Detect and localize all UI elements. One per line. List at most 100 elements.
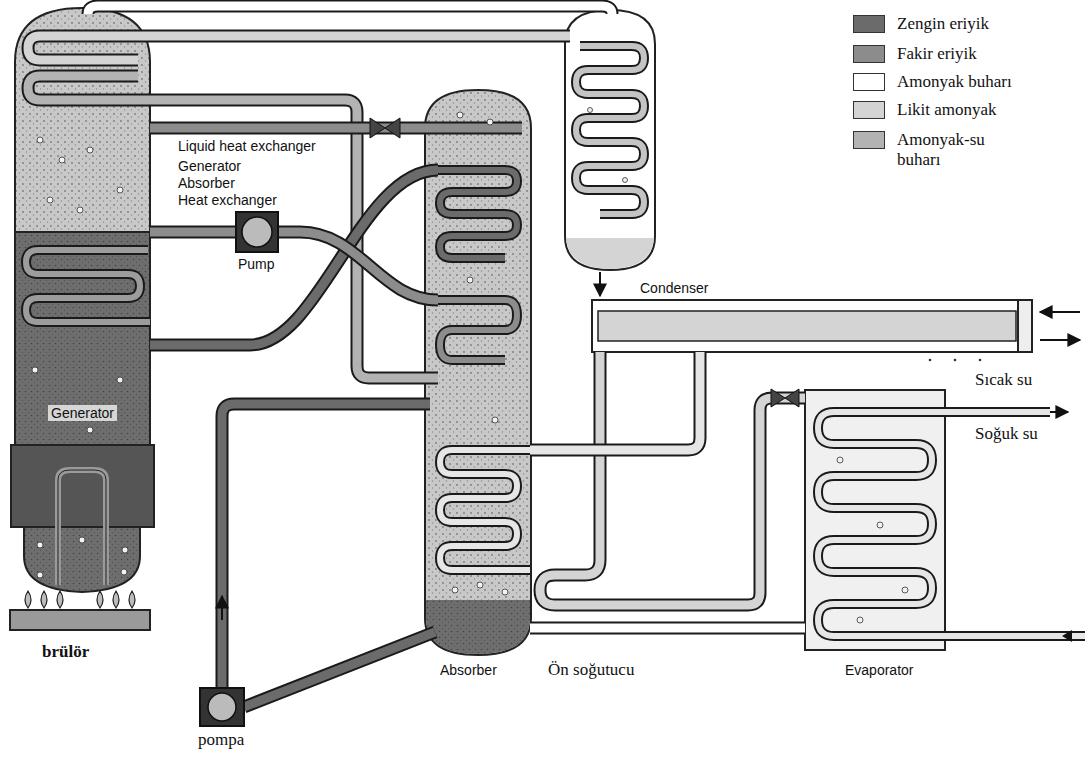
legend-row: Amonyak buharı <box>853 72 1022 92</box>
generator-vessel <box>58 470 106 585</box>
bubble <box>487 119 493 125</box>
label-text: Pump <box>238 256 275 272</box>
heat-exchanger-coil <box>438 170 517 258</box>
legend-swatch <box>853 15 885 33</box>
pump-symbol <box>236 212 278 252</box>
label-text: Generator <box>48 405 117 421</box>
pipe <box>244 632 435 707</box>
pipe <box>278 232 438 300</box>
absorber-vessel <box>426 600 530 654</box>
pump-symbol <box>221 596 223 620</box>
component-label: Generator <box>178 158 241 175</box>
component-label: Absorber <box>440 662 497 679</box>
label-text: Soğuk su <box>975 424 1038 443</box>
bubble <box>857 617 863 623</box>
pump-label: pompa <box>198 730 244 750</box>
pipe <box>530 352 700 450</box>
legend-row: Likit amonyak <box>853 100 1022 120</box>
generator-vessel <box>58 470 106 585</box>
pipe <box>150 170 438 345</box>
component-label: Absorber <box>178 175 235 192</box>
pipe <box>28 36 570 60</box>
bubble <box>902 587 908 593</box>
component-label: Liquid heat exchanger <box>178 138 316 155</box>
heat-exchanger-coil <box>1062 630 1072 642</box>
bubble <box>492 417 498 423</box>
bubble <box>588 108 593 113</box>
heat-exchanger-coil <box>26 250 150 322</box>
heat-exchanger-coil <box>26 46 1085 642</box>
condenser-tube <box>598 311 1016 341</box>
pipe <box>28 6 805 707</box>
label-text: Evaporator <box>845 662 913 678</box>
heat-exchanger-coil <box>438 170 517 258</box>
heat-exchanger-coil <box>818 412 1085 636</box>
legend-text: Amonyak buharı <box>897 72 1022 92</box>
bubble <box>837 457 843 463</box>
expansion-valve <box>370 118 799 407</box>
bubble <box>452 587 458 593</box>
legend-row: Amonyak-su buharı <box>853 130 1022 170</box>
condenser-tube <box>954 359 957 362</box>
absorber-vessel <box>425 90 531 655</box>
bubble <box>37 137 43 143</box>
bubble <box>457 112 463 118</box>
bubble <box>59 157 65 163</box>
bubble <box>87 147 93 153</box>
component-label: Generator <box>48 405 117 422</box>
pipe <box>28 36 570 60</box>
pipe <box>540 352 805 605</box>
water-label: Soğuk su <box>975 424 1038 444</box>
condenser-column <box>599 272 601 296</box>
component-label: Evaporator <box>845 662 913 679</box>
expansion-valve <box>771 389 799 407</box>
pipe <box>150 124 522 133</box>
legend-text: Likit amonyak <box>897 100 1022 120</box>
condenser-column <box>565 10 655 296</box>
bubble <box>32 367 38 373</box>
pipe <box>540 352 805 605</box>
label-text: brülör <box>42 642 89 661</box>
pump-symbol <box>242 217 272 247</box>
heat-exchanger-coil <box>440 450 530 570</box>
bubble <box>117 187 123 193</box>
generator-vessel <box>15 232 150 445</box>
bubble <box>877 522 883 528</box>
condenser-tube <box>592 300 1032 352</box>
label-text: Heat exchanger <box>178 192 277 208</box>
pipe <box>28 76 438 378</box>
burner <box>10 610 150 630</box>
bubble <box>32 108 908 624</box>
legend-row: Fakir eriyik <box>853 44 1022 64</box>
bubble <box>122 547 128 553</box>
heat-exchanger-coil <box>576 46 644 214</box>
pipe <box>28 76 438 378</box>
bubble <box>87 427 93 433</box>
pipe <box>530 352 700 450</box>
water-label: Sıcak su <box>975 370 1032 390</box>
condenser-column <box>565 10 655 270</box>
component-label: Ön soğutucu <box>548 660 634 680</box>
heat-exchanger-coil <box>438 300 517 360</box>
heat-exchanger-coil <box>818 412 1085 636</box>
pipe <box>88 6 612 14</box>
pipe <box>222 404 430 688</box>
component-label: Condenser <box>640 280 709 297</box>
expansion-valve <box>370 118 400 138</box>
heat-exchanger-coil <box>1050 411 1068 413</box>
legend-swatch <box>853 73 885 91</box>
condenser-tube <box>929 359 932 362</box>
legend-row: Zengin eriyik <box>853 14 1022 34</box>
legend-swatch <box>853 131 885 149</box>
generator-vessel <box>11 445 154 527</box>
pump-symbol <box>200 688 244 726</box>
pipe <box>222 404 430 688</box>
legend-swatch <box>853 45 885 63</box>
pipe <box>150 228 236 237</box>
pipe <box>278 232 438 300</box>
bubble <box>37 572 43 578</box>
condenser-tube <box>1040 311 1080 313</box>
legend-swatch <box>853 101 885 119</box>
condenser-tube <box>979 359 982 362</box>
label-text: Liquid heat exchanger <box>178 138 316 154</box>
